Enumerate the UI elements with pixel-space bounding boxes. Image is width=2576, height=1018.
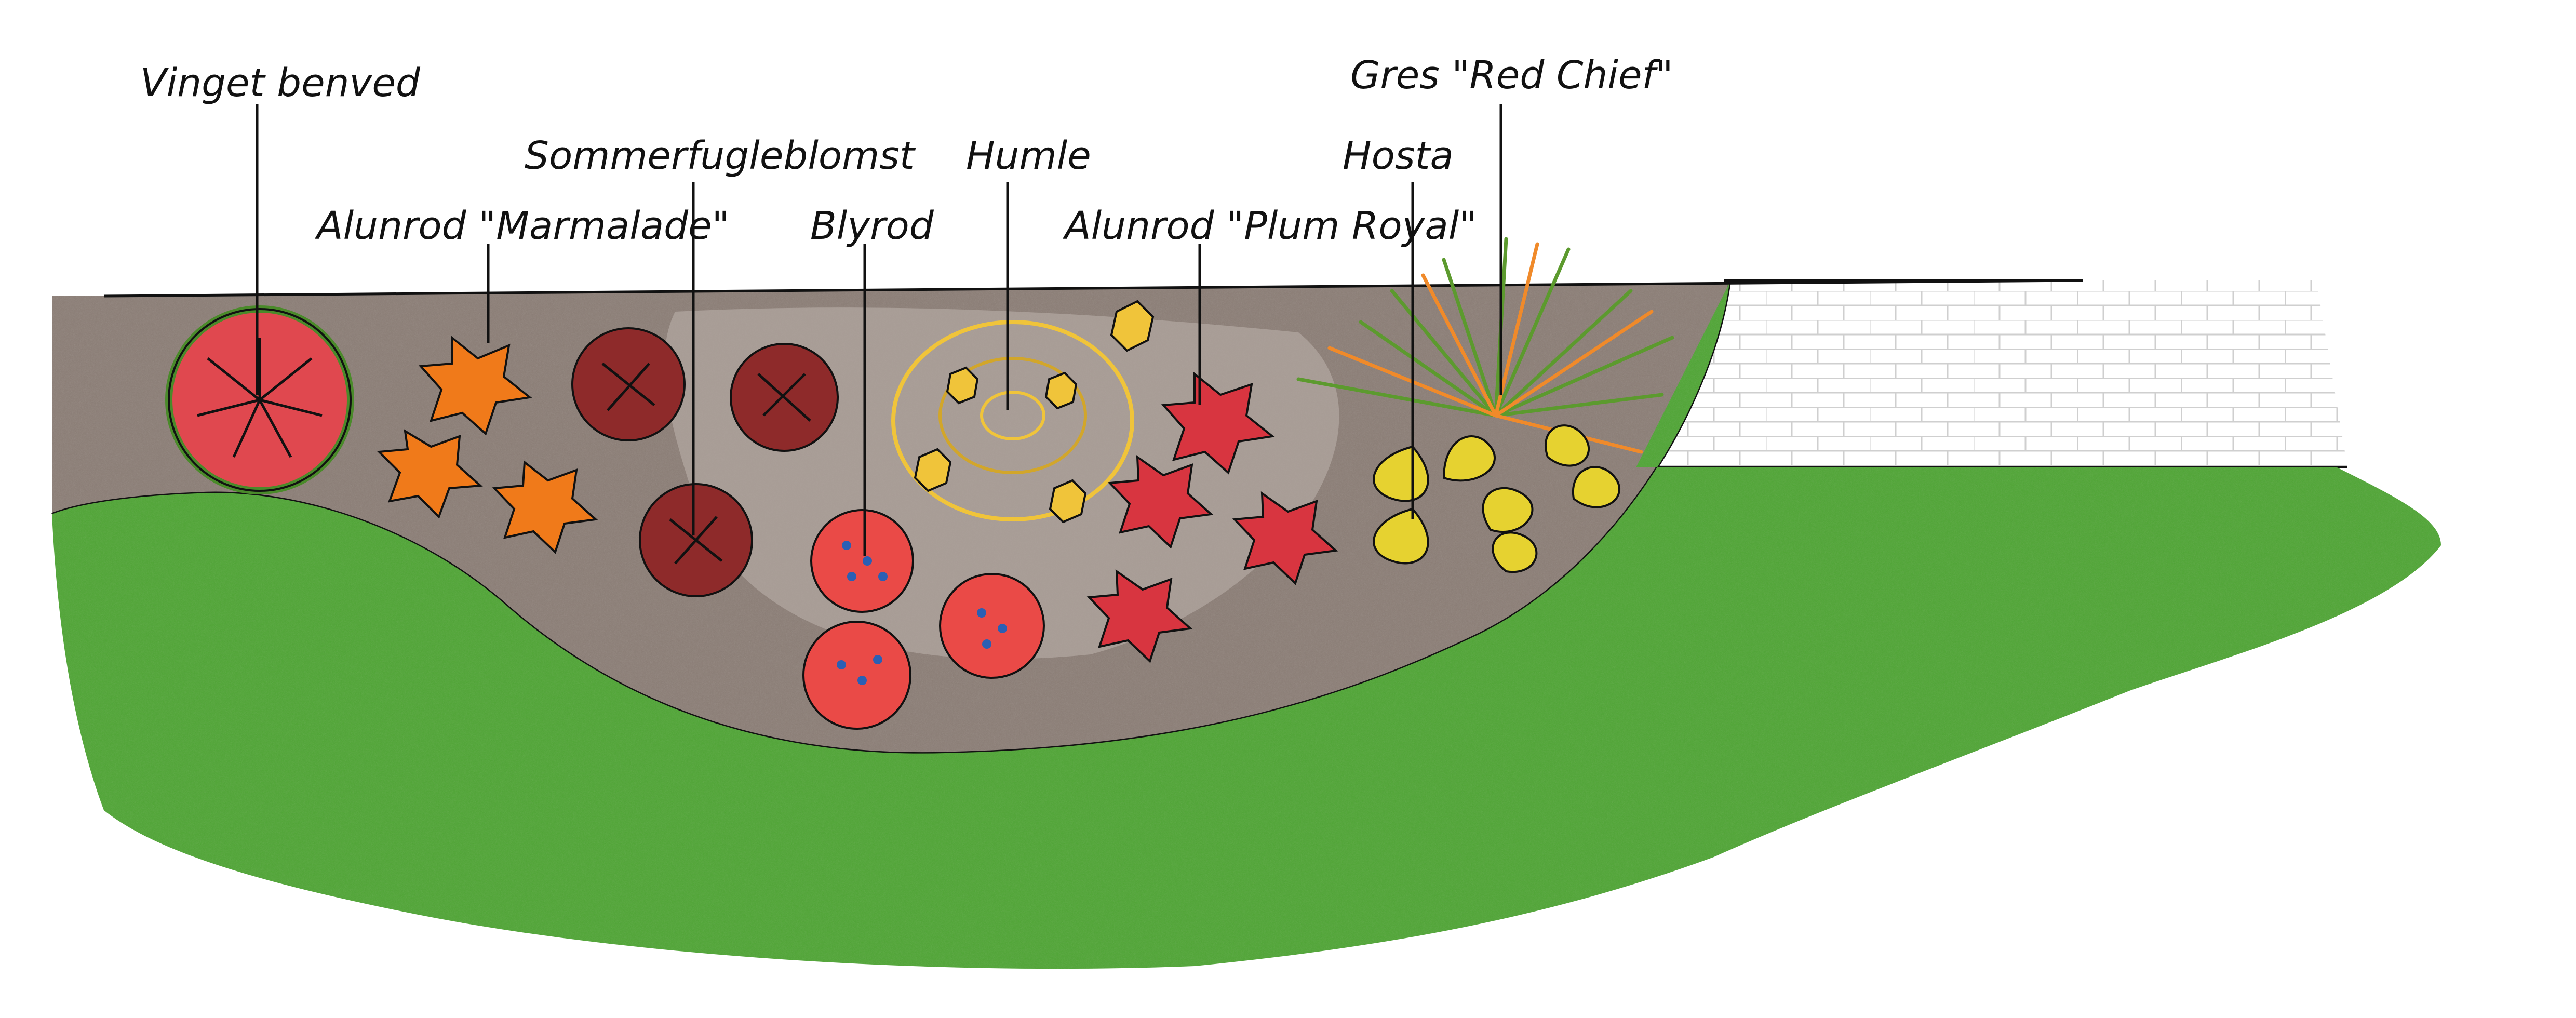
label-gres-red-chief: Gres "Red Chief" xyxy=(1350,53,1673,98)
label-blyrod: Blyrod xyxy=(810,204,934,248)
plant-humle xyxy=(891,300,1155,524)
label-alunrod-plum-royal: Alunrod "Plum Royal" xyxy=(1063,204,1477,248)
plant-hosta xyxy=(1373,424,1620,573)
plant-alunrod-marmalade xyxy=(377,335,598,554)
leader-lines xyxy=(256,104,1502,556)
label-vinget-benved: Vinget benved xyxy=(140,61,421,105)
label-humle: Humle xyxy=(966,133,1091,178)
label-sommerfugleblomst: Sommerfugleblomst xyxy=(525,133,916,178)
plant-sommerfugleblomst xyxy=(571,327,839,597)
label-hosta: Hosta xyxy=(1343,133,1454,178)
lawn xyxy=(52,283,2441,969)
plant-blyrod xyxy=(802,509,1045,730)
brick-wall xyxy=(1636,279,2347,468)
label-alunrod-marmalade: Alunrod "Marmalade" xyxy=(315,204,730,248)
plant-vinget-benved xyxy=(165,305,354,494)
plant-alunrod-plum-royal xyxy=(1086,371,1338,663)
